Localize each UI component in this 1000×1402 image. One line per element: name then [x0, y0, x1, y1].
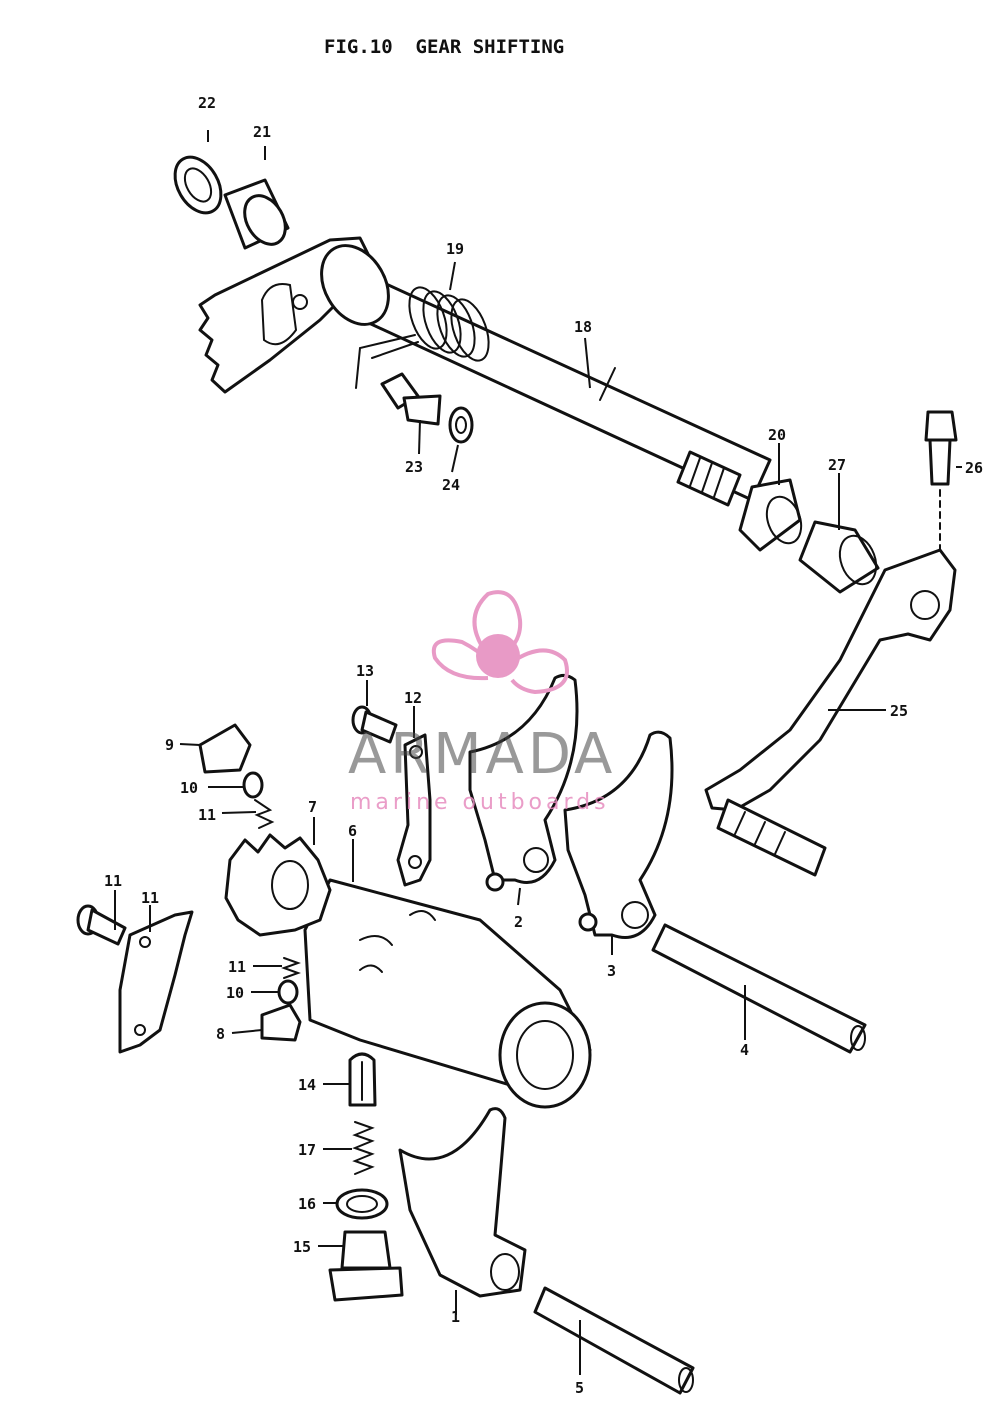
- bolt-25: [380, 372, 442, 426]
- bushing-22: [738, 478, 803, 552]
- bolt-28: [924, 410, 958, 561]
- callout-25: 23: [405, 458, 423, 476]
- callout-17: 15: [293, 1238, 311, 1256]
- callout-24: 22: [198, 94, 216, 112]
- oil-seal-24: [173, 155, 223, 215]
- callout-9: 9: [165, 736, 174, 754]
- callout-3: 3: [607, 962, 616, 980]
- callout-8: 8: [216, 1025, 225, 1043]
- spring-11-upper: [254, 799, 275, 829]
- stopper-plate-12: [118, 910, 194, 1054]
- callout-2: 2: [514, 913, 523, 931]
- screw-13: [76, 904, 127, 946]
- callout-labels: 22 21 19 18 20 27 26 23 24 25 13 12 9 10…: [104, 94, 983, 1397]
- callout-18: 16: [298, 1195, 316, 1213]
- callout-22: 20: [768, 426, 786, 444]
- neutral-pin-16: [348, 1052, 377, 1107]
- callout-27: 25: [890, 702, 908, 720]
- watermark-brand: ARMADA: [348, 722, 617, 787]
- return-spring-21: [355, 286, 490, 389]
- bushing-23: [223, 178, 290, 250]
- gasket-18: [335, 1188, 389, 1220]
- watermark-tagline: marine outboards: [350, 790, 610, 815]
- shift-fork-3: [563, 730, 674, 939]
- fork-shaft-5: [533, 1286, 695, 1395]
- figure-number: FIG.10: [324, 36, 393, 58]
- spring-19: [352, 1121, 375, 1175]
- screw-15: [351, 705, 398, 744]
- gear-shift-cam-6: [303, 878, 592, 1109]
- callout-13: 11: [104, 872, 122, 890]
- callout-10-upper: 10: [180, 779, 198, 797]
- callout-16: 14: [298, 1076, 316, 1094]
- callout-4: 4: [740, 1041, 749, 1059]
- callout-19: 17: [298, 1141, 316, 1159]
- callout-23: 21: [253, 123, 271, 141]
- callout-11-upper: 11: [198, 806, 216, 824]
- callout-29: 27: [828, 456, 846, 474]
- callout-21: 19: [446, 240, 464, 258]
- cam-pawl-9: [198, 723, 252, 774]
- figure-caption: GEAR SHIFTING: [415, 36, 565, 58]
- callout-7: 7: [308, 798, 317, 816]
- callout-5: 5: [575, 1379, 584, 1397]
- shift-fork-2: [468, 673, 579, 892]
- fork-shaft-4: [651, 923, 867, 1054]
- plug-17: [328, 1230, 404, 1302]
- bushing-29: [798, 520, 880, 594]
- leader-lines: [114, 130, 962, 1375]
- callout-10-lower: 10: [226, 984, 244, 1002]
- cam-driven-gear-7: [224, 833, 332, 937]
- callout-11-lower: 11: [228, 958, 246, 976]
- callout-28: 26: [965, 459, 983, 477]
- figure-title: FIG.10 GEAR SHIFTING: [324, 36, 564, 58]
- callout-14: 12: [404, 689, 422, 707]
- spring-11-lower: [281, 957, 301, 979]
- cam-pawl-8: [260, 1003, 302, 1042]
- gear-shift-lever-27: [704, 548, 957, 877]
- callout-15: 13: [356, 662, 374, 680]
- pin-10-upper: [242, 771, 264, 799]
- washer-26: [448, 406, 474, 444]
- shift-fork-1: [398, 1107, 527, 1298]
- propeller-logo-icon: [431, 590, 569, 695]
- cam-stopper-plate-14: [396, 733, 432, 887]
- callout-1: 1: [451, 1308, 460, 1326]
- callout-6: 6: [348, 822, 357, 840]
- callout-12: 11: [141, 889, 159, 907]
- pin-10-lower: [277, 979, 299, 1005]
- gear-shift-arm-plate: [198, 236, 390, 394]
- callout-20: 18: [574, 318, 592, 336]
- callout-26: 24: [442, 476, 460, 494]
